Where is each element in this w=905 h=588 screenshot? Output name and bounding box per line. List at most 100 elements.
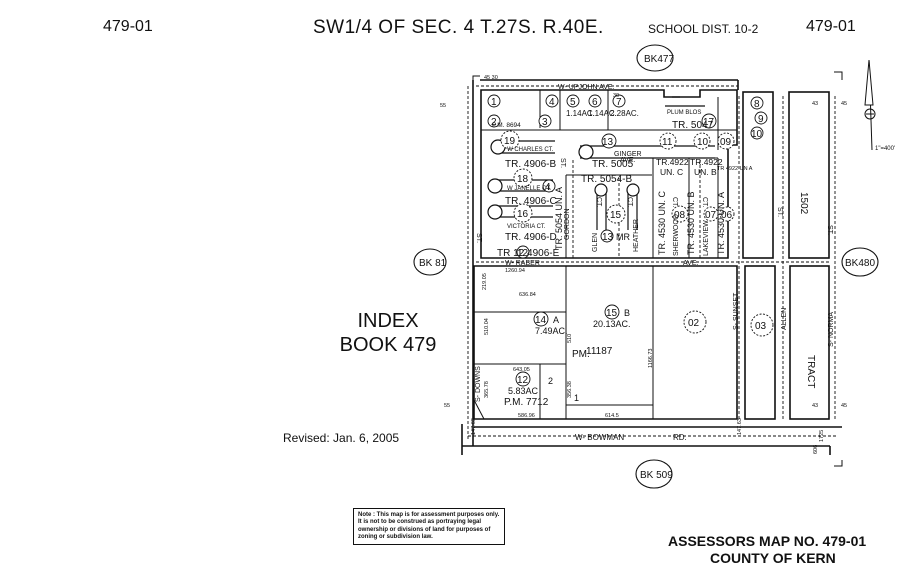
note-a: A: [553, 315, 559, 325]
rotated-tract-labels: TR. 5054 UN. A TR. 4530 UN. C TR. 4530 U…: [554, 187, 726, 255]
parcel-notes: 7.49AC. 20.13AC. 5.83AC 1.14AC. 1.14AC. …: [508, 109, 639, 403]
street-downs: S- DOWNS: [475, 366, 482, 402]
street-ginger-ave: AVE.: [620, 157, 635, 164]
street-glen-ct: CT.: [595, 197, 602, 208]
street-sunset-st: ST.: [776, 207, 783, 217]
index-line-2: BOOK 479: [339, 334, 437, 356]
parcel-03[interactable]: 03: [755, 321, 767, 332]
street-norma-st: ST.: [826, 225, 833, 235]
street-janelle: W JANELLE CT.: [507, 186, 551, 192]
book-ref-north[interactable]: BK477: [644, 54, 674, 65]
scale-label: 1"=400': [875, 146, 895, 152]
parcel-07[interactable]: 07: [705, 210, 717, 221]
note-2: 2: [548, 376, 553, 386]
tract-4530b: TR. 4530 UN. B: [686, 191, 696, 255]
tract-4906b: TR. 4906-B: [505, 159, 556, 170]
disclaimer-note: Note : This map is for assessment purpos…: [353, 508, 505, 546]
parcel-10b[interactable]: 10: [697, 137, 709, 148]
acreage-6: 1.14AC.: [588, 109, 617, 118]
parcel-3[interactable]: 3: [542, 117, 548, 128]
dim-55-south: 55: [444, 403, 450, 409]
dim-614: 614.5: [605, 413, 619, 419]
parcel-4b[interactable]: 4: [545, 182, 551, 193]
parcel-06[interactable]: 06: [721, 210, 733, 221]
parcel-02[interactable]: 02: [688, 318, 700, 329]
parcel-19[interactable]: 19: [504, 136, 516, 147]
parcel-12[interactable]: 12: [517, 248, 529, 259]
dim-43-north: 43: [812, 101, 818, 107]
parcel-11[interactable]: 11: [662, 137, 673, 148]
dim-219: 219.05: [482, 273, 488, 290]
street-labels: W- UPJOHN AVE. W- RABER AVE. W- BOWMAN R…: [505, 84, 701, 442]
pm-11187: 11187: [586, 346, 613, 357]
street-raber-ave: AVE.: [683, 260, 698, 267]
parcel-16[interactable]: 16: [517, 209, 529, 220]
index-line-1: INDEX: [357, 310, 419, 332]
street-charles: W CHARLES CT.: [507, 147, 554, 153]
dim-606: 606: [813, 445, 819, 454]
note-1: 1: [574, 393, 579, 403]
note-b: B: [624, 308, 630, 318]
parcel-circles: [487, 94, 768, 387]
dim-586: 586.96: [518, 413, 535, 419]
street-sherwood-ct: CT.: [671, 197, 678, 208]
parcel-12b[interactable]: 12: [517, 375, 529, 386]
assessor-map-number: ASSESSORS MAP NO. 479-01: [668, 533, 867, 549]
acreage-14: 7.49AC.: [535, 326, 568, 336]
tract-1502-label: TRACT: [805, 355, 816, 388]
street-lakeview-ct: CT.: [701, 197, 708, 208]
note-mr: MR: [616, 232, 630, 242]
parcel-15[interactable]: 15: [606, 308, 618, 319]
book-ref-west[interactable]: BK 81: [419, 258, 447, 269]
map-frame: [472, 71, 843, 467]
parcel-8[interactable]: 8: [754, 99, 760, 110]
tract-4922c-unit: UN. C: [660, 167, 683, 177]
tract-4530c: TR. 4530 UN. C: [657, 190, 667, 255]
street-victoria: VICTORIA CT.: [507, 224, 546, 230]
tract-4906e: TR 12 4906-E: [497, 248, 560, 259]
street-plum-blos: PLUM BLOS: [667, 110, 701, 116]
parcel-14[interactable]: 14: [535, 315, 547, 326]
parcel-1[interactable]: 1: [491, 97, 497, 108]
parcel-13b[interactable]: 13: [602, 232, 614, 243]
dim-510-mid: 510: [567, 334, 573, 343]
header-left-map-number: 479-01: [103, 18, 153, 35]
book-ref-south[interactable]: BK 509: [640, 470, 673, 481]
parcel-09[interactable]: 09: [720, 137, 732, 148]
book-ref-east[interactable]: BK480: [845, 258, 875, 269]
parcel-13[interactable]: 13: [602, 137, 614, 148]
acreage-7: 2.28AC.: [610, 109, 639, 118]
street-upjohn: W- UPJOHN AVE.: [558, 84, 615, 91]
dim-636: 636.84: [519, 292, 536, 298]
parcel-15b[interactable]: 15: [610, 210, 622, 221]
parcel-5[interactable]: 5: [570, 97, 576, 108]
county-name: COUNTY OF KERN: [710, 550, 836, 566]
street-gordon-st: ST.: [559, 158, 566, 168]
street-heather-ct: CT.: [626, 197, 633, 208]
acreage-15: 20.13AC.: [593, 319, 631, 329]
parcel-10[interactable]: 10: [751, 129, 763, 140]
street-downs-st: ST.: [475, 233, 482, 243]
tract-4906c: TR. 4906-C: [505, 196, 557, 207]
pm-8694: P.M. 8694: [492, 122, 521, 129]
dim-55-north: 55: [440, 103, 446, 109]
parcel-08[interactable]: 08: [674, 210, 686, 221]
cul-de-sacs: [487, 96, 715, 230]
parcel-7[interactable]: 7: [616, 97, 622, 108]
street-lakeview: LAKEVIEW: [703, 220, 710, 256]
dimension-labels: 45 30 30 1260.94 636.84 643.05 586.96 61…: [440, 75, 847, 419]
parcel-9[interactable]: 9: [758, 114, 764, 125]
parcel-numbers: 1 2 3 4 4 5 6 7 8 9 10 10 11 12 12 13 13…: [491, 97, 767, 386]
parcel-4[interactable]: 4: [549, 97, 555, 108]
dim-1166: 1166.73: [648, 349, 654, 368]
street-raber: W- RABER: [505, 260, 540, 267]
street-sherwood: SHERWOOD: [673, 214, 680, 256]
street-norma: S- NORMA: [828, 312, 835, 347]
parcel-18[interactable]: 18: [517, 174, 529, 185]
pm-label: PM.: [572, 349, 590, 360]
parcel-17[interactable]: 17: [703, 117, 715, 128]
dim-45-north: 45: [841, 101, 847, 107]
north-arrow-icon: [864, 59, 876, 151]
parcel-6[interactable]: 6: [592, 97, 598, 108]
parcel-2[interactable]: 2: [491, 117, 497, 128]
